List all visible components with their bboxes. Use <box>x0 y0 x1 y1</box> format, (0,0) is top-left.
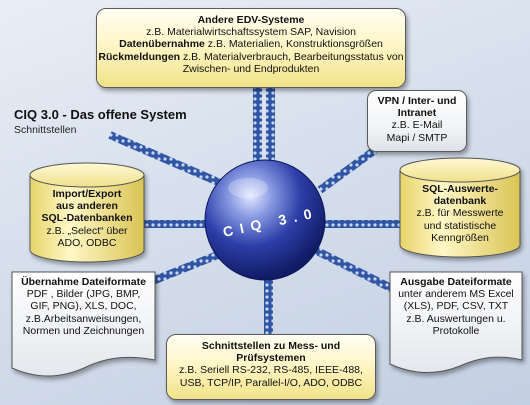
import-export-line1: z.B. „Select“ über <box>46 224 128 237</box>
other-edp-systems-box: Andere EDV-Systeme z.B. Materialwirtscha… <box>96 8 406 88</box>
measurement-heading1: Schnittstellen zu Mess- und <box>201 340 341 352</box>
right-database-icon <box>399 157 521 258</box>
vpn-line1: z.B. E-Mail <box>391 119 443 132</box>
other-edp-line3: Rückmeldungen z.B. Materialverbrauch, Be… <box>98 50 404 63</box>
import-formats-line1: PDF , Bilder (JPG, BMP, <box>26 288 141 301</box>
output-formats-line3: z.B. Auswertungen u. <box>406 312 506 325</box>
sql-eval-line3: Kenngrößen <box>431 231 489 244</box>
connector-top-left <box>253 80 262 185</box>
sql-eval-heading1: SQL-Auswerte- <box>422 183 498 195</box>
vpn-line2: Mapi / SMTP <box>386 131 448 144</box>
import-export-line2: ADO, ODBC <box>57 236 117 249</box>
left-database-icon <box>29 162 145 263</box>
connector-bottom <box>264 270 273 340</box>
other-edp-line4: Zwischen- und Endprodukten <box>182 62 320 75</box>
connector-left <box>140 220 240 228</box>
vpn-heading2: Intranet <box>397 107 437 120</box>
page-subtitle: Schnittstellen <box>14 124 77 136</box>
vpn-heading1: VPN / Inter- und <box>377 95 457 107</box>
import-formats-text: Übernahme Dateiformate PDF , Bilder (JPG… <box>12 276 155 337</box>
import-export-heading3: SQL-Datenbanken <box>41 212 133 225</box>
left-document-icon <box>11 271 156 377</box>
connector-right <box>300 220 410 228</box>
import-export-heading2: aus anderen <box>56 200 118 213</box>
import-formats-line2: GIF, PNG), XLS, DOC, <box>30 300 137 313</box>
measurement-line1: z.B. Seriell RS-232, RS-485, IEEE-488, <box>179 364 363 377</box>
other-edp-heading: Andere EDV-Systeme <box>197 14 305 26</box>
output-formats-line2: (XLS), PDF, CSV, TXT <box>403 300 509 313</box>
output-formats-text: Ausgabe Dateiformate unter anderem MS Ex… <box>390 276 522 337</box>
measurement-interfaces-box: Schnittstellen zu Mess- und Prüfsystemen… <box>166 334 376 400</box>
output-formats-line1: unter anderem MS Excel <box>398 288 514 301</box>
import-formats-line3: z.B.Arbeitsanweisungen, <box>25 312 142 325</box>
import-export-heading1: Import/Export <box>52 188 122 200</box>
measurement-line2: USB, TCP/IP, Parallel-I/O, ADO, ODBC <box>179 376 363 389</box>
measurement-heading2: Prüfsystemen <box>236 352 306 365</box>
sql-eval-heading2: datenbank <box>433 195 487 208</box>
sql-eval-line2: und statistische <box>423 219 497 232</box>
connector-upper-left <box>108 131 227 189</box>
output-formats-heading: Ausgabe Dateiformate <box>400 276 512 288</box>
sql-eval-line1: z.B. für Messwerte <box>416 207 504 220</box>
connector-upper-right <box>317 146 378 194</box>
import-export-text: Import/Export aus anderen SQL-Datenbanke… <box>30 188 144 249</box>
import-formats-heading: Übernahme Dateiformate <box>21 276 146 288</box>
right-document-icon <box>389 271 523 374</box>
import-formats-line4: Normen und Zeichnungen <box>22 324 145 337</box>
output-formats-line4: Protokolle <box>432 324 480 337</box>
ciq-sphere-icon <box>204 159 326 281</box>
connector-top-right <box>266 80 275 185</box>
sql-evaluation-text: SQL-Auswerte- datenbank z.B. für Messwer… <box>400 183 520 244</box>
other-edp-line2: Datenübernahme z.B. Materialien, Konstru… <box>119 38 383 51</box>
vpn-intranet-box: VPN / Inter- und Intranet z.B. E-Mail Ma… <box>367 90 467 152</box>
connector-top <box>253 80 275 185</box>
page-title: CIQ 3.0 - Das offene System <box>14 107 187 122</box>
other-edp-line1: z.B. Materialwirtschaftssystem SAP, Navi… <box>146 26 356 39</box>
